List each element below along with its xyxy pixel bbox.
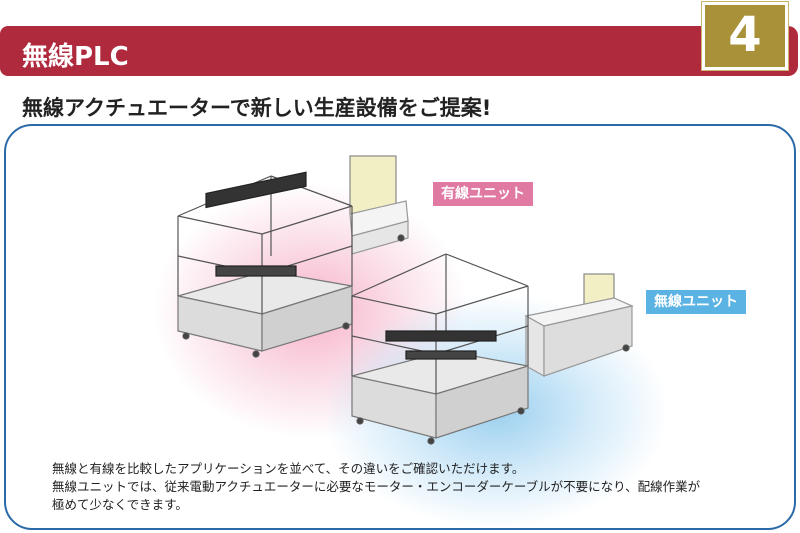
wireless-unit-tag: 無線ユニット	[646, 290, 746, 314]
wired-unit-machine	[177, 155, 409, 358]
comparison-panel: 有線ユニット 無線ユニット 無線と有線を比較したアプリケーションを並べて、その違…	[4, 124, 796, 530]
header-bar	[0, 26, 798, 76]
wired-unit-tag: 有線ユニット	[433, 182, 533, 206]
wireless-unit-machine	[351, 253, 634, 445]
description-line-2: 無線ユニットでは、従来電動アクチュエーターに必要なモーター・エンコーダーケーブル…	[52, 479, 701, 494]
machines-illustration	[177, 155, 634, 445]
page-title: 無線PLC	[22, 42, 129, 72]
description-text: 無線と有線を比較したアプリケーションを並べて、その違いをご確認いただけます。 無…	[52, 460, 772, 514]
description-line-1: 無線と有線を比較したアプリケーションを並べて、その違いをご確認いただけます。	[52, 461, 525, 476]
description-line-3: 極めて少なくできます。	[52, 497, 188, 512]
section-number-badge: 4	[702, 2, 788, 70]
subtitle: 無線アクチュエーターで新しい生産設備をご提案!	[22, 96, 492, 120]
